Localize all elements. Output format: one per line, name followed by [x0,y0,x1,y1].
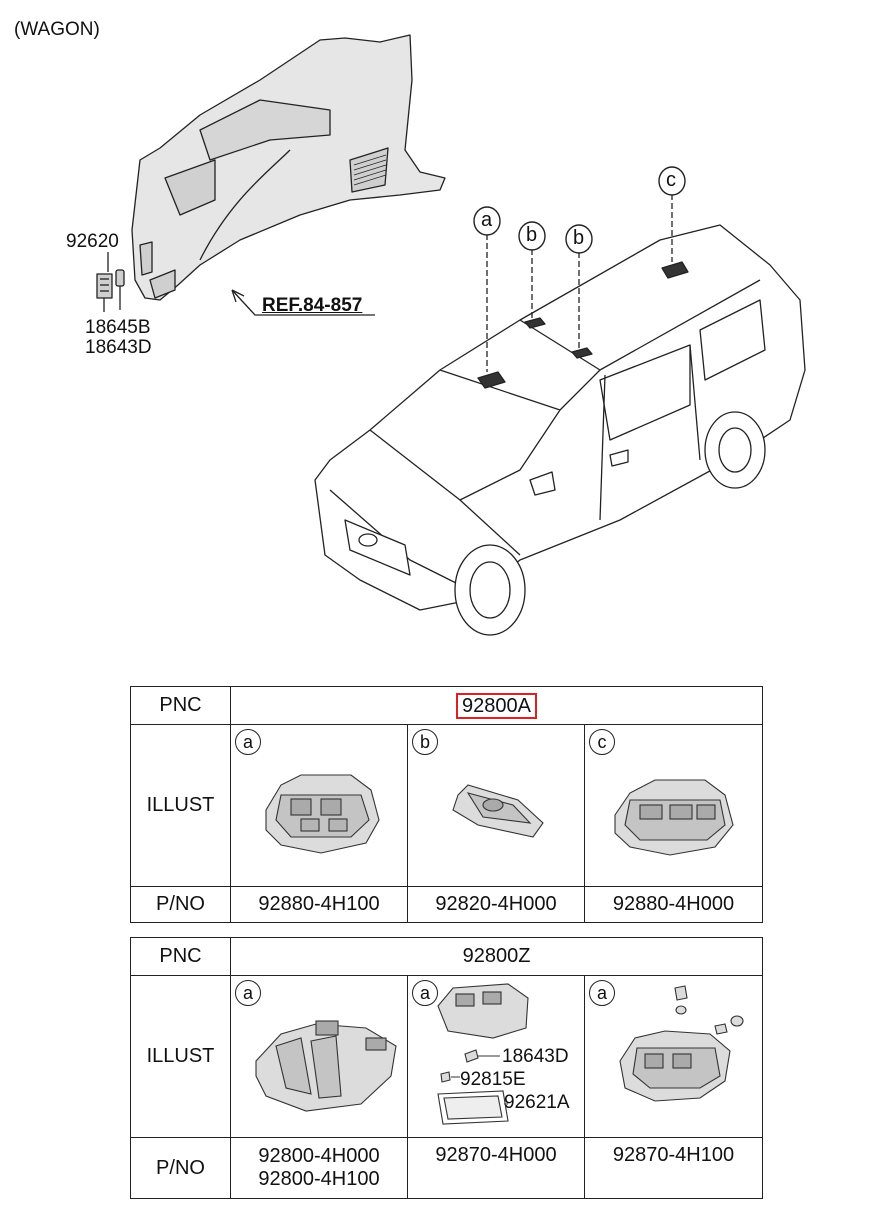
callout-c-marker [658,166,686,196]
pno-value: 92870-4H100 [612,1144,735,1166]
pno-value: 92880-4H100 [230,886,408,923]
part-label-18645b: 18645B [85,317,151,338]
callout-a-label: a [589,980,615,1006]
pno-value: 92800-4H100 [258,1168,380,1190]
exploded-view-drawing [96,34,806,636]
sub-part-label: 18643D [502,1046,569,1067]
callout-a-marker [473,206,501,236]
pno-header: P/NO [130,1137,231,1199]
callout-letter: c [666,169,676,191]
pno-cell: 92870-4H100 [583,1137,764,1199]
illust-cell-2: a 18643D 92815E 92621A [407,975,585,1138]
variant-label: (WAGON) [14,19,100,40]
sub-part-label: 92621A [504,1092,570,1113]
quarter-trim-panel-drawing [131,34,446,301]
illust-header: ILLUST [130,724,231,887]
overhead-console-with-bulbs-illustration [619,985,744,1102]
van-drawing [314,224,806,636]
pnc-header: PNC [130,937,231,976]
illust-cell-3: a [583,975,764,1138]
sub-part-label: 92815E [460,1069,526,1090]
pnc-header: PNC [130,686,231,725]
pno-value: 92800-4H000 [258,1145,380,1167]
callout-a-label: a [235,980,261,1006]
callout-b2-marker [565,224,593,254]
callout-b-label: b [412,729,438,755]
ref-label: REF.84-857 [262,295,363,316]
callout-markers [473,166,686,254]
illust-cell-1: a [230,975,408,1138]
callout-a-label: a [235,729,261,755]
pno-value: 92870-4H000 [435,1144,557,1166]
pno-header: P/NO [130,886,231,923]
overhead-console-illustration [255,1020,397,1112]
parts-table-92800z: PNC 92800Z ILLUST a a [130,937,764,1199]
illust-cell-b: b [407,724,585,887]
callout-a-label: a [412,980,438,1006]
room-lamp-b-illustration [452,784,544,838]
part-label-18643d: 18643D [85,337,152,358]
overhead-console-exploded-illustration [437,983,529,1125]
map-lamp-c-illustration [614,779,734,856]
lamp-bulb-drawing [96,269,125,312]
callout-letter: b [526,224,538,246]
part-label-92620: 92620 [66,231,119,252]
callout-c-label: c [589,729,615,755]
pno-value: 92880-4H000 [583,886,764,923]
parts-table-92800a: PNC 92800A ILLUST a b [130,686,764,923]
callout-b1-marker [518,221,546,251]
pnc-value: 92800Z [229,937,764,976]
illust-header: ILLUST [130,975,231,1138]
callout-letter: a [481,209,493,231]
pno-cell: 92870-4H000 [407,1137,585,1199]
callout-letter: b [573,227,585,249]
pnc-value-highlighted: 92800A [456,692,537,719]
illust-cell-c: c [583,724,764,887]
pno-cell: 92800-4H000 92800-4H100 [230,1137,408,1199]
map-lamp-a-illustration [265,774,380,854]
pno-value: 92820-4H000 [407,886,585,923]
illust-cell-a: a [230,724,408,887]
